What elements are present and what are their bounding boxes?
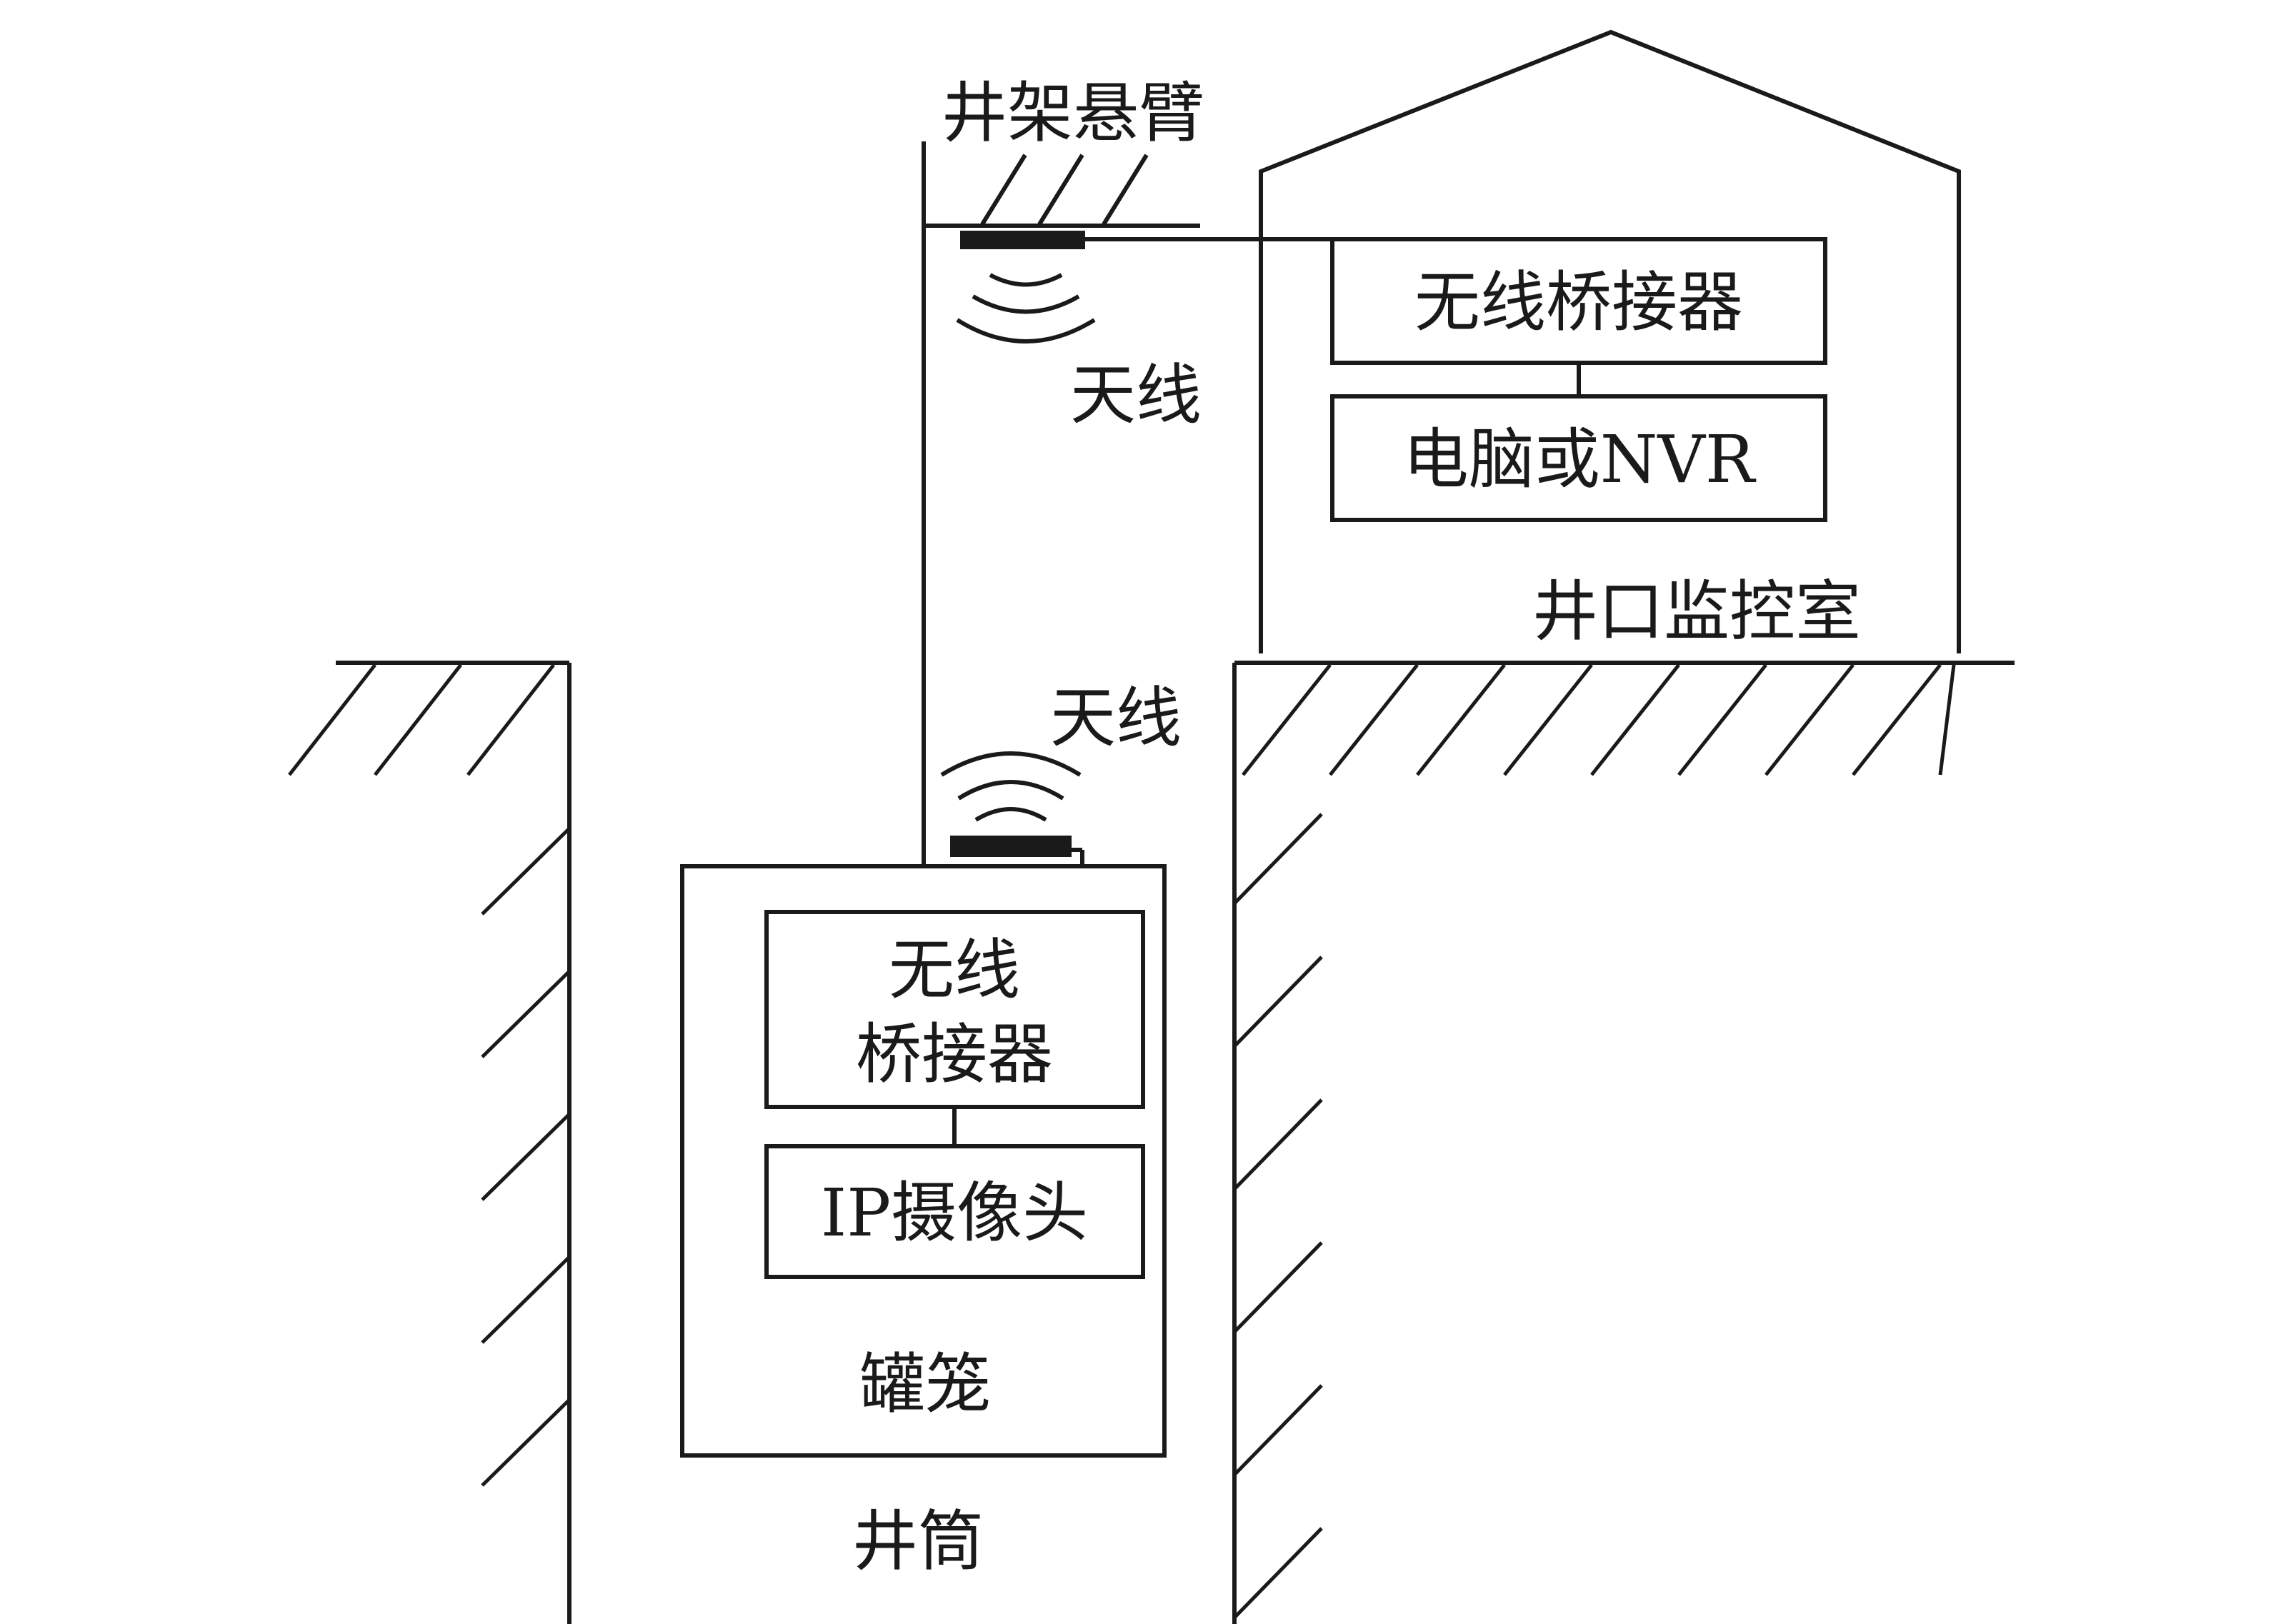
bridge-top-box: 无线桥接器 <box>1330 237 1827 365</box>
nvr-box: 电脑或NVR <box>1330 394 1827 522</box>
hatch-line <box>1233 1098 1323 1191</box>
control-room: 无线桥接器 电脑或NVR 井口监控室 <box>1259 29 1961 653</box>
control-room-label: 井口监控室 <box>1532 573 1861 650</box>
hatch-line <box>1233 1527 1323 1619</box>
hatch-line <box>1765 663 1855 776</box>
bridge-cage-box: 无线 桥接器 <box>764 910 1145 1109</box>
hatch-line <box>481 970 571 1058</box>
ground-left <box>288 661 572 1624</box>
hatch-line <box>481 1398 571 1487</box>
hatch-line <box>1233 956 1323 1048</box>
bridge-top-label: 无线桥接器 <box>1414 264 1743 341</box>
hatch-line <box>466 663 555 776</box>
antenna-cage-label: 天线 <box>1050 680 1182 756</box>
hatch-right-top <box>1242 663 1956 776</box>
hatch-left-top <box>288 663 555 776</box>
hatch-line <box>1233 1384 1323 1476</box>
ground-right <box>1232 661 2015 1624</box>
nvr-label: 电脑或NVR <box>1403 421 1757 498</box>
camera-label: IP摄像头 <box>821 1175 1088 1251</box>
hatch-left-wall <box>481 827 571 1487</box>
derrick: 井架悬臂 <box>922 75 1204 866</box>
shaft-label: 井筒 <box>852 1503 984 1580</box>
hatch-line <box>1233 813 1323 905</box>
hatch-line <box>374 663 462 776</box>
camera-box: IP摄像头 <box>764 1144 1145 1279</box>
hatch-line <box>288 663 376 776</box>
hatch-right-wall <box>1233 813 1323 1619</box>
antenna-top-label: 天线 <box>1070 357 1202 433</box>
bridge-cage-label-line1: 无线 <box>889 932 1020 1008</box>
antenna-top-icon <box>956 231 1332 344</box>
hatch-line <box>1233 1241 1323 1333</box>
cage-label: 罐笼 <box>859 1346 991 1423</box>
hatch-line <box>1852 663 1942 776</box>
hatch-line <box>481 827 571 916</box>
hatch-line <box>1938 664 1956 776</box>
hatch-line <box>1242 663 1332 776</box>
hatch-line <box>1503 663 1593 776</box>
derrick-arm-label: 井架悬臂 <box>942 75 1204 151</box>
cage: 无线 桥接器 IP摄像头 罐笼 <box>680 864 1167 1458</box>
hatch-line <box>481 1255 571 1344</box>
hatch-line <box>1677 663 1767 776</box>
hatch-line <box>1416 663 1506 776</box>
hatch-line <box>1590 663 1680 776</box>
hatch-line <box>1329 663 1419 776</box>
hatch-line <box>481 1113 571 1201</box>
bridge-cage-label-line2: 桥接器 <box>856 1016 1053 1093</box>
